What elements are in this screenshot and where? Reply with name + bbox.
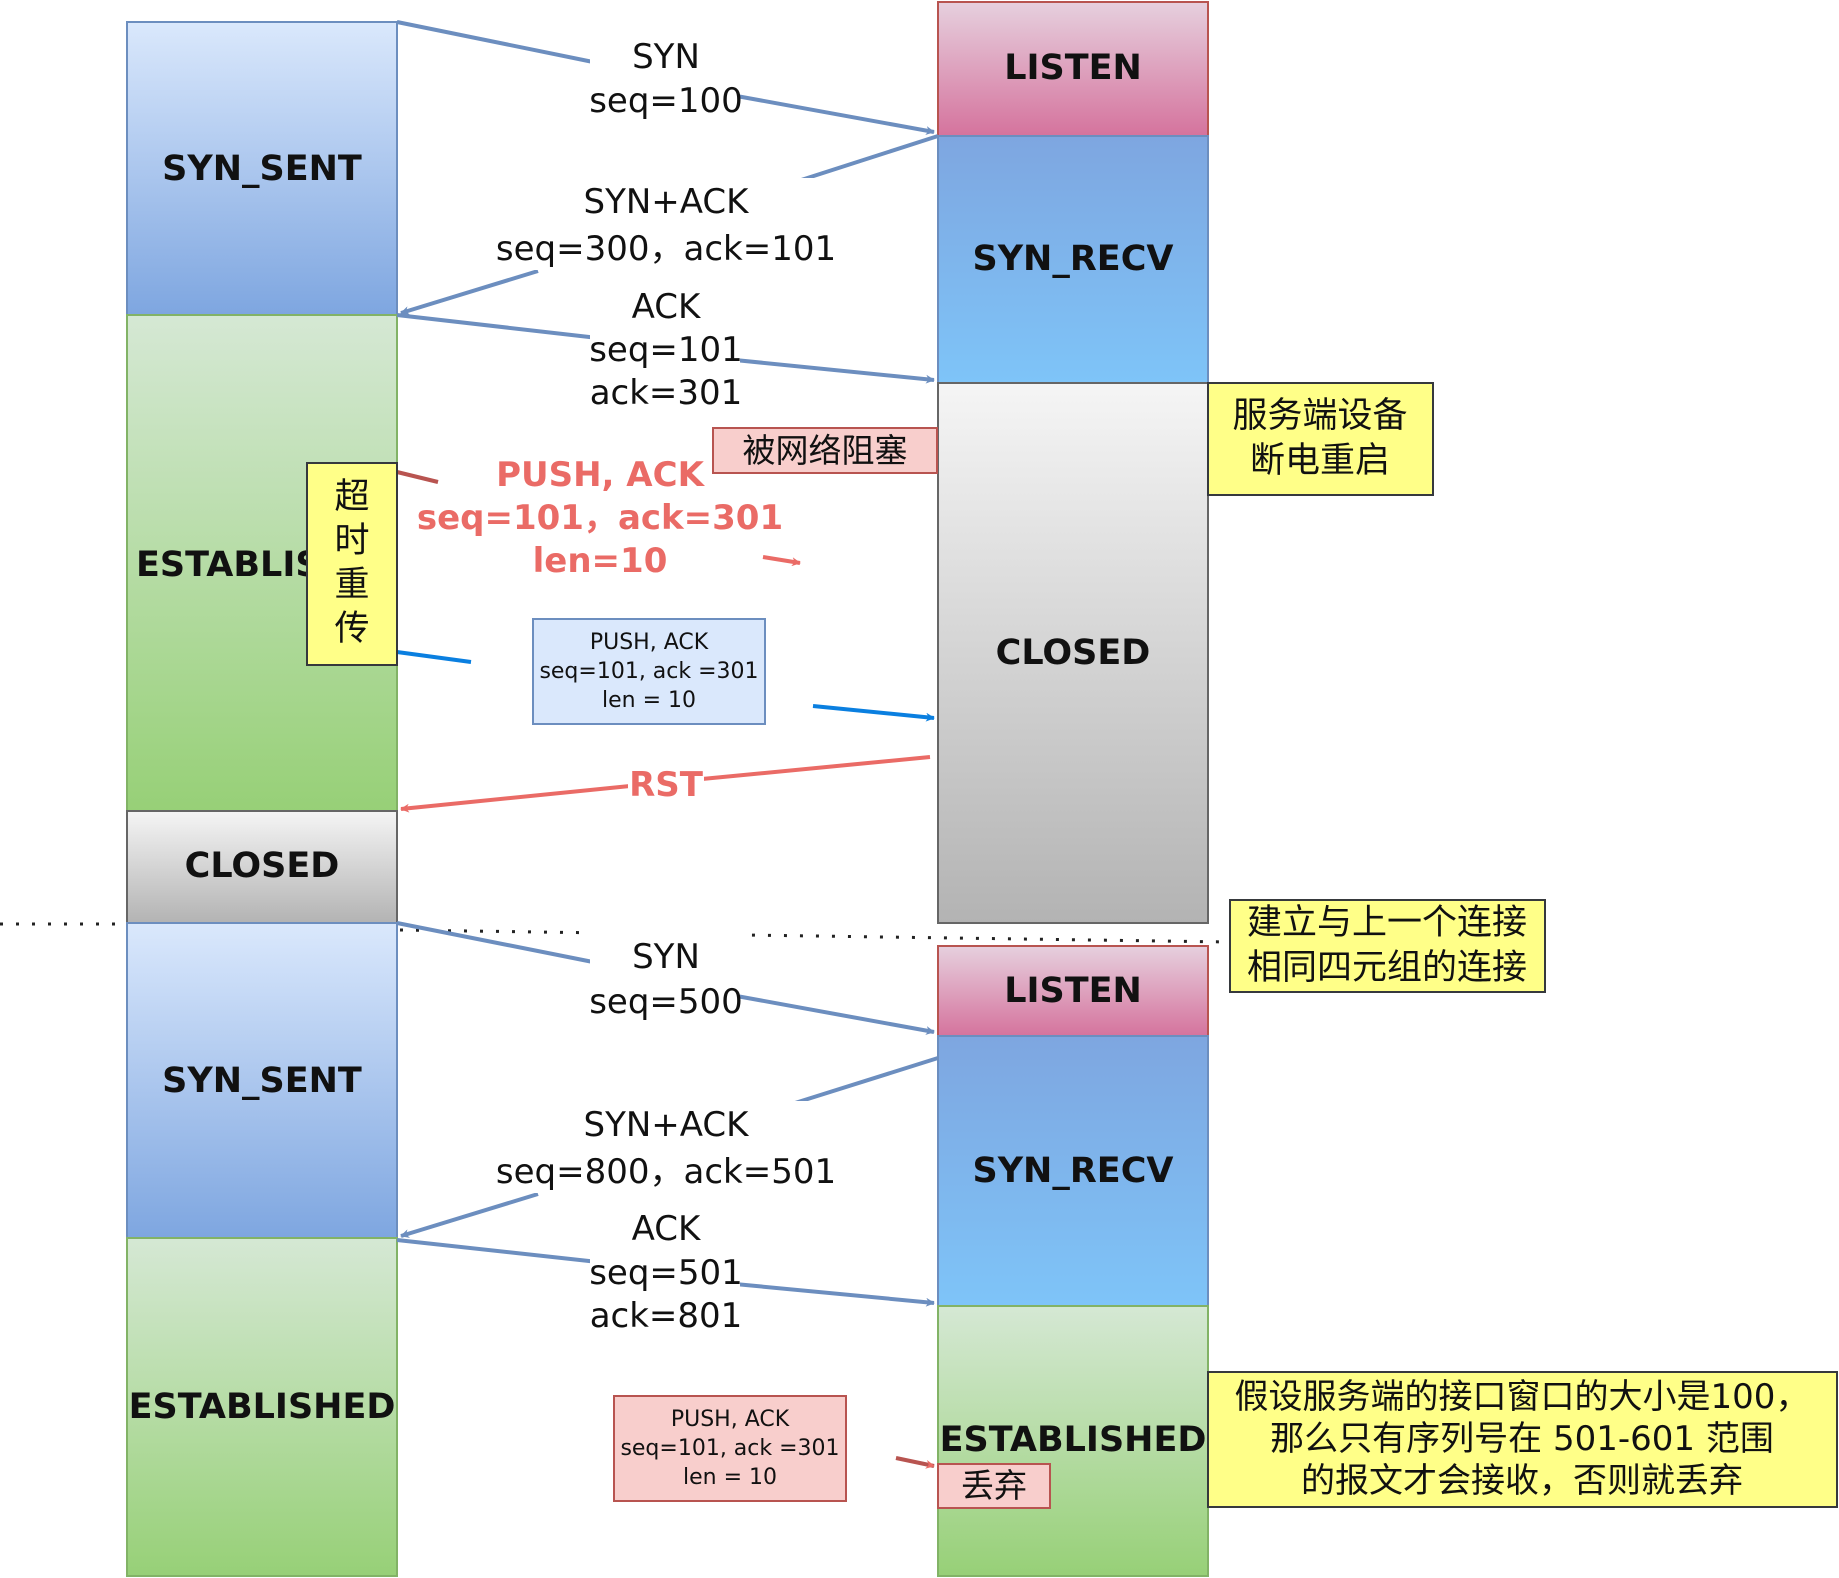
packet-box-retransmit: PUSH, ACK seq=101, ack =301 len = 10 [532, 618, 766, 725]
svg-text:SYN_RECV: SYN_RECV [973, 1151, 1174, 1191]
svg-text:被网络阻塞: 被网络阻塞 [743, 431, 908, 470]
svg-text:SYN_SENT: SYN_SENT [162, 1061, 362, 1101]
label-syn-2: SYN seq=500 [589, 930, 743, 1022]
svg-text:的报文才会接收，否则就丢弃: 的报文才会接收，否则就丢弃 [1301, 1461, 1743, 1501]
svg-text:丢弃: 丢弃 [961, 1466, 1027, 1505]
svg-text:时: 时 [334, 521, 369, 561]
server-state-closed: CLOSED [937, 382, 1209, 924]
svg-text:seq=501: seq=501 [589, 1253, 743, 1293]
svg-text:seq=101，ack=301: seq=101，ack=301 [417, 498, 783, 538]
svg-text:seq=800，ack=501: seq=800，ack=501 [496, 1152, 836, 1192]
svg-text:那么只有序列号在 501-601 范围: 那么只有序列号在 501-601 范围 [1270, 1419, 1774, 1459]
arrow-push-ack-blocked [396, 470, 801, 567]
svg-text:PUSH, ACK: PUSH, ACK [496, 455, 705, 495]
svg-text:SYN_RECV: SYN_RECV [973, 239, 1174, 279]
svg-text:传: 传 [334, 609, 369, 649]
svg-text:SYN+ACK: SYN+ACK [584, 1105, 751, 1145]
note-discard: 丢弃 [937, 1463, 1051, 1509]
label-syn-1: SYN seq=100 [589, 30, 743, 121]
server-state-syn-recv-1: SYN_RECV [937, 135, 1209, 384]
client-state-established-2: ESTABLISHED [126, 1237, 398, 1577]
svg-text:RST: RST [629, 765, 704, 805]
svg-text:len=10: len=10 [533, 541, 668, 581]
svg-text:相同四元组的连接: 相同四元组的连接 [1247, 948, 1527, 988]
label-syn-ack-1: SYN+ACK seq=300，ack=101 [496, 178, 836, 270]
svg-text:seq=500: seq=500 [589, 982, 743, 1022]
svg-text:PUSH, ACK: PUSH, ACK [671, 1407, 790, 1432]
svg-text:ACK: ACK [632, 1209, 702, 1249]
server-state-syn-recv-2: SYN_RECV [937, 1035, 1209, 1307]
arrow-syn-2 [396, 921, 935, 1035]
label-push-ack-blocked: PUSH, ACK seq=101，ack=301 len=10 [417, 450, 783, 581]
svg-text:CLOSED: CLOSED [996, 633, 1151, 673]
note-new-connection: 建立与上一个连接 相同四元组的连接 [1229, 899, 1546, 993]
svg-text:ack=801: ack=801 [590, 1296, 743, 1336]
svg-text:seq=101: seq=101 [589, 330, 743, 370]
svg-text:seq=100: seq=100 [589, 81, 743, 121]
packet-box-old: PUSH, ACK seq=101, ack =301 len = 10 [613, 1395, 847, 1502]
svg-text:断电重启: 断电重启 [1250, 441, 1390, 481]
note-window-size: 假设服务端的接口窗口的大小是100， 那么只有序列号在 501-601 范围 的… [1207, 1371, 1838, 1508]
svg-text:PUSH, ACK: PUSH, ACK [590, 630, 709, 655]
svg-text:ESTABLIS: ESTABLIS [136, 545, 321, 585]
client-state-syn-sent-2: SYN_SENT [126, 922, 398, 1239]
server-state-listen-2: LISTEN [937, 945, 1209, 1037]
svg-text:seq=101, ack =301: seq=101, ack =301 [620, 1436, 839, 1461]
client-state-syn-sent-1: SYN_SENT [126, 21, 398, 316]
svg-text:len = 10: len = 10 [683, 1465, 777, 1490]
svg-text:建立与上一个连接: 建立与上一个连接 [1247, 903, 1527, 943]
svg-text:重: 重 [334, 565, 369, 605]
note-blocked: 被网络阻塞 [712, 427, 938, 474]
label-ack-1: ACK seq=101 ack=301 [589, 282, 743, 414]
arrow-ack-1 [396, 313, 935, 384]
client-state-closed: CLOSED [126, 810, 398, 924]
svg-text:LISTEN: LISTEN [1004, 971, 1142, 1011]
svg-text:seq=300，ack=101: seq=300，ack=101 [496, 229, 836, 269]
svg-text:SYN+ACK: SYN+ACK [584, 182, 751, 222]
svg-text:ESTABLISHED: ESTABLISHED [129, 1387, 396, 1427]
svg-text:ACK: ACK [632, 287, 702, 327]
server-state-column: LISTEN SYN_RECV CLOSED LISTEN SYN_RECV E… [937, 1, 1209, 1577]
arrow-push-ack-discarded [895, 1456, 935, 1469]
svg-text:len = 10: len = 10 [602, 688, 696, 713]
svg-text:SYN_SENT: SYN_SENT [162, 149, 362, 189]
svg-text:超: 超 [334, 477, 369, 517]
client-state-established-1: ESTABLIS [126, 314, 398, 812]
svg-text:假设服务端的接口窗口的大小是100，: 假设服务端的接口窗口的大小是100， [1235, 1377, 1810, 1417]
svg-text:ack=301: ack=301 [590, 373, 743, 413]
label-syn-ack-2: SYN+ACK seq=800，ack=501 [496, 1101, 836, 1193]
note-timeout-retransmit: 超 时 重 传 [306, 462, 398, 666]
arrow-ack-2 [396, 1238, 935, 1307]
arrow-syn-ack-1 [400, 134, 939, 315]
label-rst: RST [628, 764, 704, 805]
svg-text:SYN: SYN [632, 937, 700, 977]
server-state-established: ESTABLISHED [937, 1305, 1209, 1577]
svg-text:CLOSED: CLOSED [185, 846, 340, 886]
svg-text:服务端设备: 服务端设备 [1232, 396, 1407, 436]
server-state-listen-1: LISTEN [937, 1, 1209, 137]
svg-text:SYN: SYN [632, 37, 700, 77]
svg-text:LISTEN: LISTEN [1004, 48, 1142, 88]
arrow-syn-ack-2 [400, 1056, 939, 1238]
client-state-column: SYN_SENT ESTABLIS CLOSED SYN_SENT ESTABL… [126, 21, 398, 1577]
note-server-restart: 服务端设备 断电重启 [1207, 382, 1434, 496]
svg-text:seq=101, ack =301: seq=101, ack =301 [539, 659, 758, 684]
svg-text:ESTABLISHED: ESTABLISHED [940, 1420, 1207, 1460]
arrow-rst [400, 755, 931, 813]
arrow-push-ack-retransmit [396, 650, 935, 722]
arrow-syn-1 [396, 20, 935, 135]
label-ack-2: ACK seq=501 ack=801 [589, 1205, 743, 1337]
